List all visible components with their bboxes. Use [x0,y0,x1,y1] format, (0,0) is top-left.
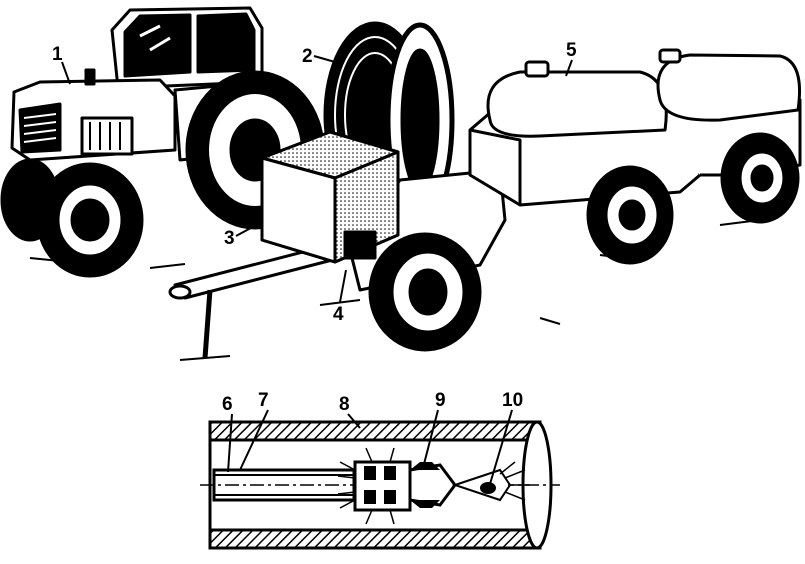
ground-marks [29,219,761,361]
leader-line [235,221,263,237]
pump-unit-drawing [168,130,507,359]
callout-label: 5 [566,40,577,61]
callout-label: 3 [224,228,235,249]
callout-label: 10 [502,390,523,411]
callout-label: 7 [258,390,269,411]
pipe-section-drawing [200,420,560,550]
lower-callouts: 6 7 8 9 10 [222,390,523,485]
leader-line [565,59,573,77]
callout-label: 1 [52,44,63,65]
leader-line [61,61,71,85]
leader-line [489,409,513,485]
callout-label: 8 [339,394,350,415]
upper-callouts: 1 2 3 4 5 [52,40,577,325]
leader-line [423,409,439,465]
leader-line [347,413,361,429]
leader-line [227,413,233,473]
leader-line [313,55,336,63]
leader-line [239,409,269,471]
callout-label: 6 [222,394,233,415]
leader-line [339,269,347,303]
callout-label: 9 [435,390,446,411]
callout-label: 4 [333,304,344,325]
tank-trailers-drawing [468,48,802,265]
callout-label: 2 [302,46,313,67]
